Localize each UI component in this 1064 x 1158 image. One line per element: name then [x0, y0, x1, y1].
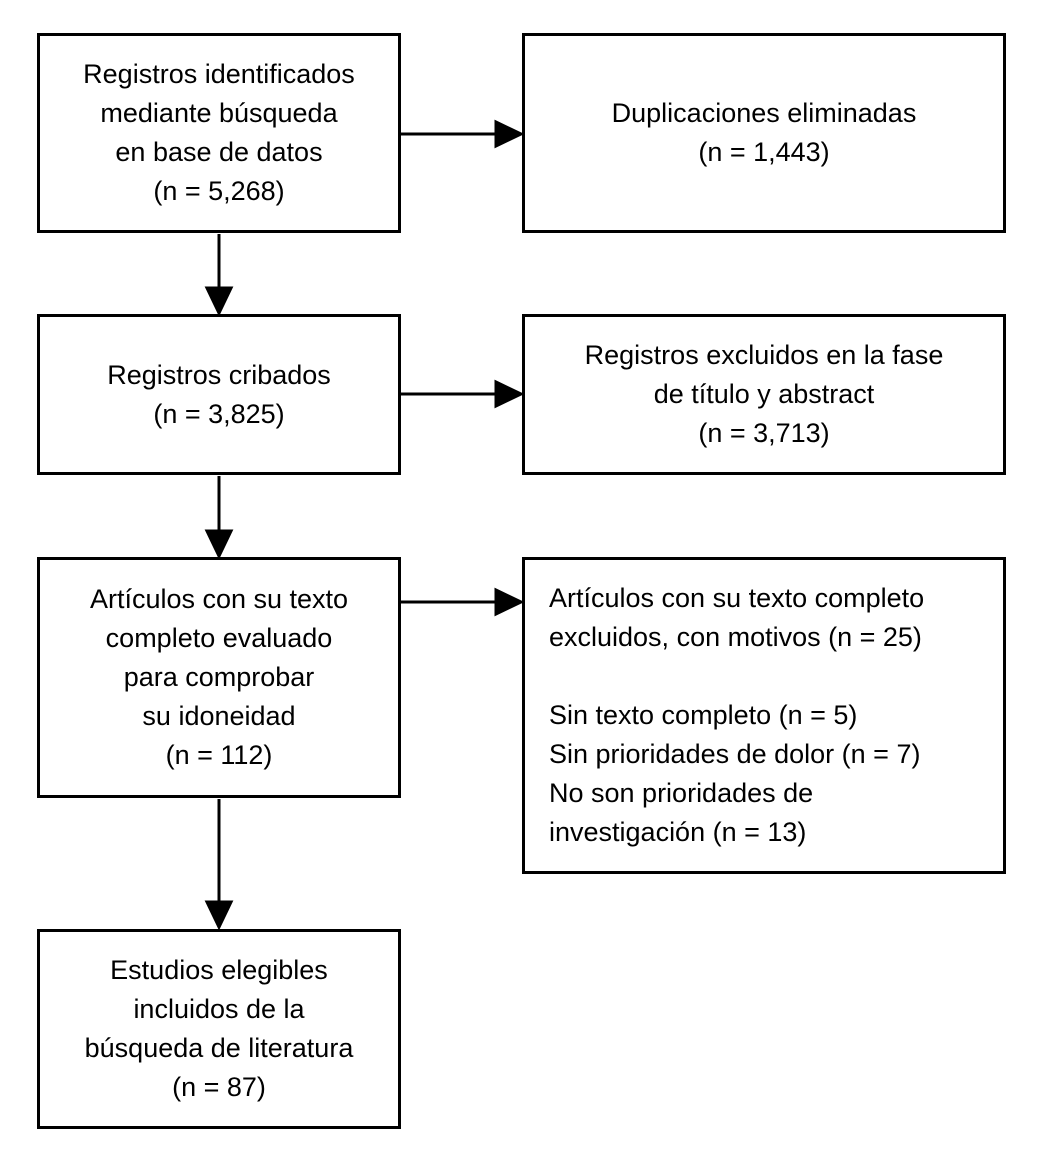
arrowhead-down-icon — [204, 529, 234, 560]
box-records-excluded-title-abstract: Registros excluidos en la fase de título… — [522, 314, 1006, 475]
arrowhead-right-icon — [494, 379, 525, 409]
box-count-line: (n = 1,443) — [698, 137, 830, 167]
box-count-line: (n = 5,268) — [153, 176, 285, 206]
box-fulltext-assessed: Artículos con su texto completo evaluado… — [37, 557, 401, 798]
arrowhead-right-icon — [494, 119, 525, 149]
box-count-line: (n = 112) — [165, 740, 273, 770]
box-text-line: Registros cribados — [107, 359, 331, 390]
box-blank-line — [549, 657, 991, 696]
box-text-line: mediante búsqueda — [100, 98, 338, 128]
box-studies-included: Estudios elegibles incluidos de la búsqu… — [37, 929, 401, 1129]
box-text-line: búsqueda de literatura — [84, 1033, 354, 1063]
box-text-line: Registros excluidos en la fase — [584, 340, 944, 370]
box-text-line: su idoneidad — [142, 701, 296, 731]
box-text-line: Estudios elegibles — [110, 955, 328, 985]
box-text-line: Registros identificados — [83, 59, 355, 89]
box-text-line: Duplicaciones eliminadas — [611, 98, 917, 128]
box-text-line: incluidos de la — [133, 994, 305, 1024]
box-text-line: Artículos con su texto — [89, 584, 349, 614]
box-text-line: en base de datos — [115, 137, 323, 167]
box-text-line: Artículos con su texto completo — [549, 583, 925, 613]
arrowhead-down-icon — [204, 900, 234, 931]
box-reason-line: Sin prioridades de dolor (n = 7) — [549, 739, 921, 769]
box-reason-line: No son prioridades de — [549, 778, 814, 808]
arrowhead-down-icon — [204, 286, 234, 317]
box-text-line: para comprobar — [123, 662, 315, 692]
box-fulltext-excluded-with-reasons: Artículos con su texto completo excluido… — [522, 557, 1006, 874]
box-records-screened: Registros cribados (n = 3,825) — [37, 314, 401, 475]
box-duplicates-removed: Duplicaciones eliminadas (n = 1,443) — [522, 33, 1006, 233]
box-count-line: (n = 3,713) — [698, 418, 830, 448]
box-reason-line: investigación (n = 13) — [549, 817, 807, 847]
box-count-line: (n = 3,825) — [153, 398, 285, 429]
box-text-line: completo evaluado — [105, 623, 333, 653]
box-count-line: (n = 87) — [172, 1072, 266, 1102]
arrowhead-right-icon — [494, 587, 525, 617]
box-text-line: de título y abstract — [653, 379, 875, 409]
box-reason-line: Sin texto completo (n = 5) — [549, 700, 858, 730]
box-records-identified: Registros identificados mediante búsqued… — [37, 33, 401, 233]
box-text-line: excluidos, con motivos (n = 25) — [549, 622, 922, 652]
